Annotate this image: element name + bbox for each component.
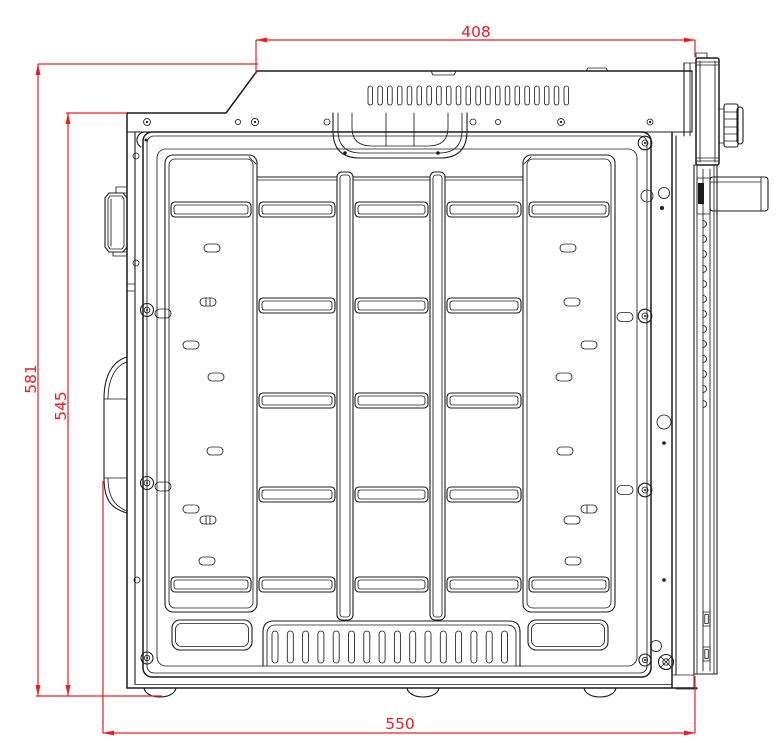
terminal-box (104, 186, 128, 257)
channel-slots (182, 243, 598, 566)
control-panel-fascia (683, 52, 720, 166)
top-band-rivets (143, 117, 654, 127)
arrowhead (35, 685, 41, 696)
vent-tray-bottom (262, 620, 521, 667)
door-hinge-scallops (702, 220, 707, 408)
oven-body (103, 52, 769, 698)
vent-slots-top (367, 85, 570, 106)
handle-recess (332, 112, 468, 159)
vertical-ribs (336, 151, 446, 621)
back-flange-holes (132, 152, 141, 584)
side-channel-left (164, 154, 258, 651)
dimension-label-overall-height: 581 (22, 364, 40, 394)
dimension-overall-depth: 550 (102, 481, 696, 736)
horizontal-ribs (170, 201, 610, 593)
arrowhead (65, 113, 71, 124)
rear-bulge (103, 356, 128, 514)
arrowhead (103, 730, 114, 736)
dimension-label-top-depth: 408 (461, 23, 491, 41)
inner-frame (142, 131, 652, 678)
dimension-body-height: 545 (52, 112, 127, 696)
screw-heads (136, 131, 653, 667)
dimension-label-overall-depth: 550 (385, 715, 415, 733)
oven-door (671, 164, 718, 690)
chassis-outline (126, 67, 698, 689)
arrowhead (65, 685, 71, 696)
feet (143, 687, 617, 698)
arrowhead (35, 64, 41, 75)
dimension-label-body-height: 545 (52, 391, 70, 421)
door-handle (696, 176, 769, 215)
dimension-top-depth: 408 (255, 23, 696, 74)
control-knob (718, 103, 744, 148)
dimension-overall-height: 581 (22, 63, 258, 697)
side-channel-right (522, 154, 616, 651)
vent-slots-bottom (271, 630, 508, 664)
right-strip-holes (640, 187, 675, 671)
panel-shelf-line (256, 176, 524, 181)
arrowhead (684, 730, 695, 736)
arrowhead (684, 37, 695, 43)
arrowhead (256, 37, 267, 43)
